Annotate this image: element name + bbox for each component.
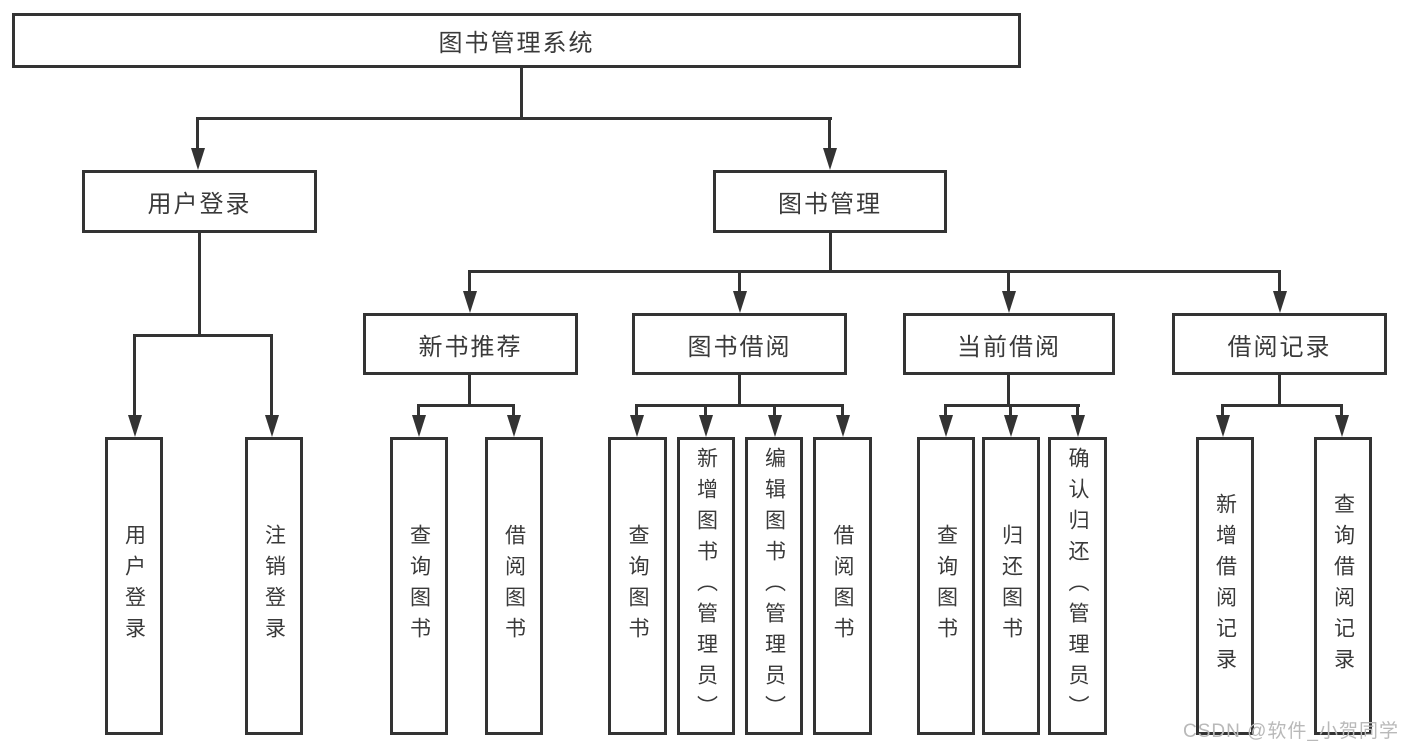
- node-user-login-label: 用户登录: [147, 191, 252, 218]
- connector-shaft: [828, 117, 831, 150]
- arrow-down-icon: [1002, 291, 1016, 313]
- leaf-borrow-books-label: 借阅图书: [831, 524, 854, 648]
- connector-bookmgmt-bar: [468, 270, 1281, 273]
- connector-shaft: [270, 334, 273, 417]
- connector-shaft: [773, 404, 776, 417]
- leaf-query-books-label: 查询图书: [407, 524, 431, 648]
- leaf-return-books: 归还图书: [982, 437, 1040, 735]
- leaf-add-book-admin-label: 新增图书（管理员）: [694, 446, 718, 726]
- node-new-book-recommend: 新书推荐: [363, 313, 578, 375]
- node-current-borrow-label: 当前借阅: [957, 333, 1061, 361]
- connector-shaft: [512, 404, 515, 417]
- connector-group4-stem: [1278, 375, 1281, 405]
- arrow-down-icon: [1273, 291, 1287, 313]
- leaf-return-books-label: 归还图书: [999, 524, 1023, 648]
- arrow-down-icon: [1004, 415, 1018, 437]
- connector-shaft: [1076, 404, 1079, 417]
- arrow-down-icon: [191, 148, 205, 170]
- arrow-down-icon: [128, 415, 142, 437]
- connector-userlogin-stem: [198, 233, 201, 335]
- node-book-borrow: 图书借阅: [632, 313, 847, 375]
- arrow-down-icon: [463, 291, 477, 313]
- leaf-borrow-books-label: 借阅图书: [502, 524, 526, 648]
- node-borrow-records: 借阅记录: [1172, 313, 1387, 375]
- leaf-add-borrow-record: 新增借阅记录: [1196, 437, 1254, 735]
- connector-shaft: [1007, 270, 1010, 293]
- node-borrow-records-label: 借阅记录: [1227, 333, 1332, 361]
- leaf-add-borrow-record-label: 新增借阅记录: [1213, 493, 1237, 679]
- leaf-query-books-label: 查询图书: [626, 524, 649, 648]
- connector-shaft: [1221, 404, 1224, 417]
- node-book-borrow-label: 图书借阅: [687, 333, 792, 361]
- node-book-management-label: 图书管理: [778, 191, 882, 218]
- arrow-down-icon: [699, 415, 713, 437]
- arrow-down-icon: [1216, 415, 1230, 437]
- arrow-down-icon: [733, 291, 747, 313]
- node-new-book-recommend-label: 新书推荐: [418, 333, 523, 361]
- connector-root-bar: [196, 117, 832, 120]
- leaf-add-book-admin: 新增图书（管理员）: [677, 437, 735, 735]
- connector-group2-bar: [635, 404, 843, 407]
- connector-shaft: [1340, 404, 1343, 417]
- connector-shaft: [417, 404, 420, 417]
- leaf-edit-book-admin-label: 编辑图书（管理员）: [762, 446, 786, 726]
- node-root: 图书管理系统: [12, 13, 1021, 68]
- connector-shaft: [1009, 404, 1012, 417]
- node-user-login: 用户登录: [82, 170, 317, 233]
- node-current-borrow: 当前借阅: [903, 313, 1115, 375]
- connector-bookmgmt-stem: [829, 233, 832, 272]
- leaf-logout-label: 注销登录: [262, 524, 286, 648]
- leaf-user-login: 用户登录: [105, 437, 163, 735]
- connector-group1-stem: [468, 375, 471, 405]
- node-book-management: 图书管理: [713, 170, 947, 233]
- connector-shaft: [635, 404, 638, 417]
- arrow-down-icon: [1335, 415, 1349, 437]
- leaf-confirm-return-admin: 确认归还（管理员）: [1048, 437, 1107, 735]
- leaf-query-books-label: 查询图书: [934, 524, 958, 648]
- leaf-edit-book-admin: 编辑图书（管理员）: [745, 437, 803, 735]
- arrow-down-icon: [630, 415, 644, 437]
- arrow-down-icon: [823, 148, 837, 170]
- leaf-confirm-return-admin-label: 确认归还（管理员）: [1066, 446, 1089, 726]
- arrow-down-icon: [507, 415, 521, 437]
- arrow-down-icon: [768, 415, 782, 437]
- arrow-down-icon: [939, 415, 953, 437]
- connector-group4-bar: [1221, 404, 1343, 407]
- leaf-logout: 注销登录: [245, 437, 303, 735]
- arrow-down-icon: [265, 415, 279, 437]
- leaf-query-books-recommend: 查询图书: [390, 437, 448, 735]
- leaf-borrow-books-borrow: 借阅图书: [813, 437, 872, 735]
- arrow-down-icon: [412, 415, 426, 437]
- watermark: CSDN @软件_小贺同学: [1183, 721, 1399, 742]
- arrow-down-icon: [836, 415, 850, 437]
- connector-shaft: [1278, 270, 1281, 293]
- connector-group1-bar: [417, 404, 515, 407]
- leaf-query-books-borrow: 查询图书: [608, 437, 667, 735]
- leaf-query-books-current: 查询图书: [917, 437, 975, 735]
- connector-group2-stem: [738, 375, 741, 405]
- connector-shaft: [196, 117, 199, 150]
- connector-shaft: [944, 404, 947, 417]
- connector-group3-stem: [1007, 375, 1010, 405]
- connector-shaft: [133, 334, 136, 417]
- connector-group3-bar: [944, 404, 1080, 407]
- connector-shaft: [841, 404, 844, 417]
- leaf-query-borrow-record: 查询借阅记录: [1314, 437, 1372, 735]
- connector-shaft: [704, 404, 707, 417]
- node-root-label: 图书管理系统: [438, 30, 595, 57]
- connector-root-stem: [520, 68, 523, 118]
- connector-shaft: [468, 270, 471, 293]
- arrow-down-icon: [1071, 415, 1085, 437]
- leaf-query-borrow-record-label: 查询借阅记录: [1331, 493, 1355, 679]
- leaf-user-login-label: 用户登录: [122, 524, 146, 648]
- connector-userlogin-bar: [133, 334, 273, 337]
- leaf-borrow-books-recommend: 借阅图书: [485, 437, 543, 735]
- connector-shaft: [738, 270, 741, 293]
